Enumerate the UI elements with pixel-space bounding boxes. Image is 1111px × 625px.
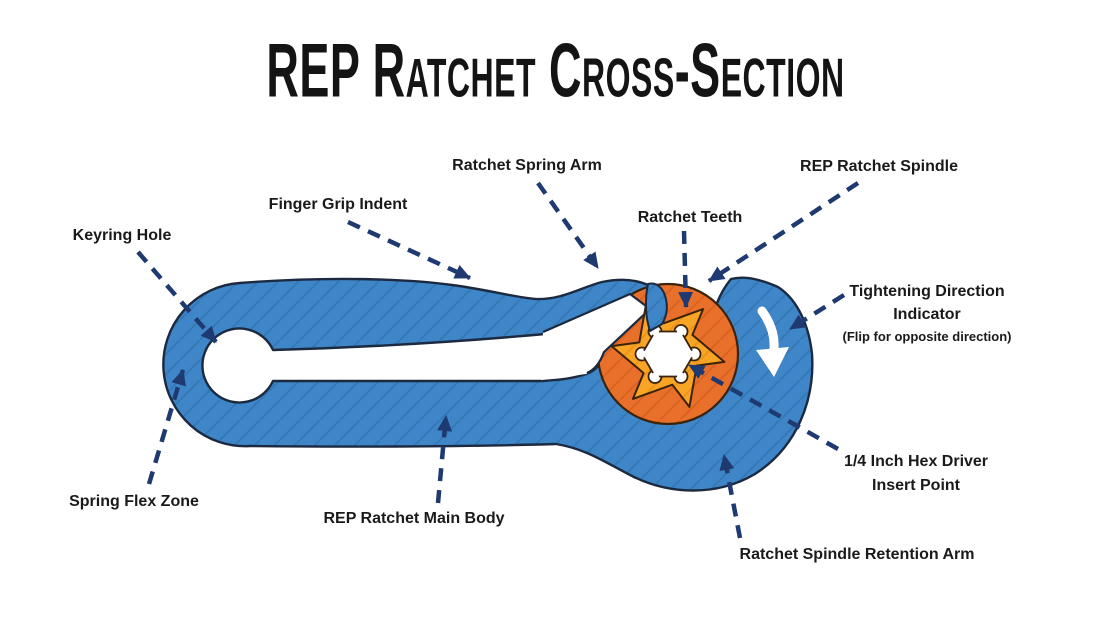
label-arrows — [136, 181, 860, 539]
spring-flex-arrow — [146, 369, 186, 485]
label-finger-grip-indent: Finger Grip Indent — [268, 196, 408, 213]
retention-arm-arrow — [719, 454, 743, 539]
label-tightening-direction-line1: Tightening Direction — [849, 283, 1005, 300]
label-retention-arm: Ratchet Spindle Retention Arm — [739, 546, 975, 563]
spring-slot-end-shape — [541, 294, 650, 380]
label-rep-ratchet-spindle: REP Ratchet Spindle — [800, 158, 958, 175]
page-title: REP Ratchet Cross-Section — [266, 26, 845, 114]
label-hex-driver-line2: Insert Point — [871, 477, 961, 494]
tightening-indicator-arrow — [788, 293, 846, 331]
label-ratchet-spring-arm: Ratchet Spring Arm — [452, 157, 602, 174]
spring-slot-end-outline — [542, 292, 652, 375]
finger-grip-arrow — [347, 219, 471, 281]
label-keyring-hole: Keyring Hole — [72, 227, 172, 244]
main-body-arrow — [435, 415, 453, 504]
keyring-hole-arrow — [136, 250, 218, 344]
ratchet-teeth-arrow — [678, 230, 694, 308]
tightening-direction-arrow — [756, 306, 789, 377]
hex-driver-hole-shape — [634, 324, 702, 384]
label-main-body: REP Ratchet Main Body — [323, 510, 505, 527]
label-tightening-direction-line2: Indicator — [893, 306, 961, 323]
spring-arm-arrow — [536, 181, 600, 270]
hex-driver-arrow — [687, 363, 840, 451]
label-spring-flex-zone: Spring Flex Zone — [69, 493, 199, 510]
label-tightening-direction-note: (Flip for opposite direction) — [842, 329, 1012, 344]
spring-arm-pawl-shape — [644, 282, 668, 332]
spindle-arrow — [707, 181, 860, 283]
label-hex-driver-line1: 1/4 Inch Hex Driver — [843, 453, 989, 470]
label-ratchet-teeth: Ratchet Teeth — [637, 209, 743, 226]
